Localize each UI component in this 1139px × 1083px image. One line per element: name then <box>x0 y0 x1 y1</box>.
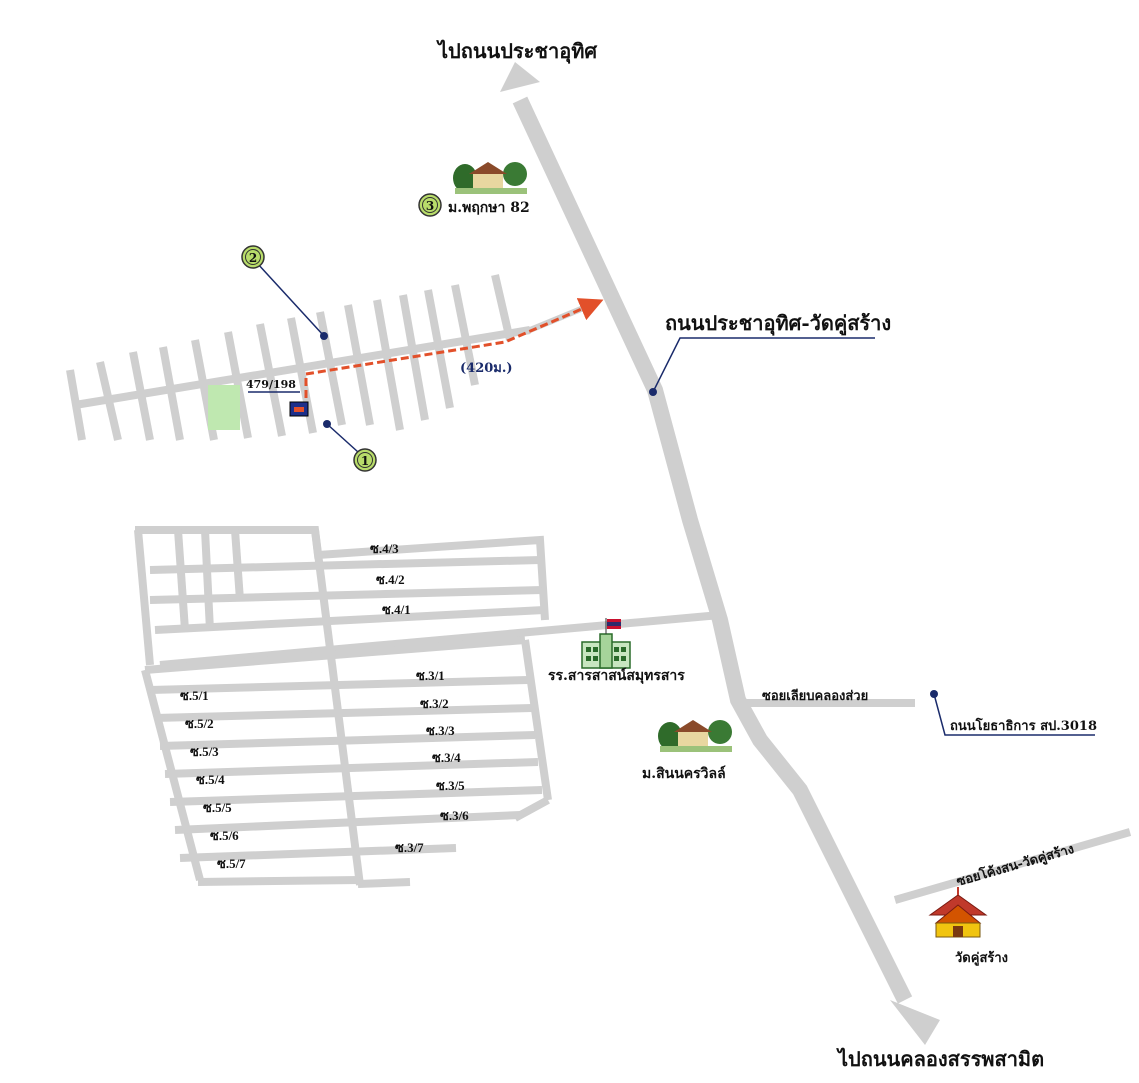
destination-house-icon[interactable] <box>289 401 309 417</box>
north-direction-label: ไปถนนประชาอุทิศ <box>436 39 598 64</box>
soi-label: ซ.4/1 <box>382 602 411 617</box>
lower-grid <box>134 526 721 888</box>
soi-label: ซ.5/5 <box>203 800 232 815</box>
marker-2-label: 2 <box>249 251 257 265</box>
house-number-label: 479/198 <box>246 378 296 391</box>
soi-label: ซ.3/7 <box>395 840 424 855</box>
soi-label: ซ.5/4 <box>196 772 225 787</box>
leaders <box>248 262 1095 736</box>
flag-icon <box>605 618 621 634</box>
soi-label: ซ.4/2 <box>376 572 405 587</box>
soi-label: ซ.5/6 <box>210 828 239 843</box>
soi-liap-khlong-label: ซอยเลียบคลองส่วย <box>762 688 868 704</box>
soi-label: ซ.3/6 <box>440 808 469 823</box>
main-road <box>500 62 940 1045</box>
soi-label: ซ.3/2 <box>420 696 449 711</box>
temple-label: วัดคู่สร้าง <box>955 950 1008 966</box>
soi-label: ซ.5/1 <box>180 688 209 703</box>
soi-khong-son-road <box>893 828 1132 904</box>
soi-label: ซ.3/4 <box>432 750 461 765</box>
soi-label: ซ.5/2 <box>185 716 214 731</box>
park-area <box>208 385 240 430</box>
temple-icon <box>928 887 988 938</box>
soi-label: ซ.5/3 <box>190 744 219 759</box>
house-icon <box>453 162 527 194</box>
marker-1-label: 1 <box>361 454 369 468</box>
school-icon <box>581 618 631 669</box>
marker-3-label: 3 <box>426 199 434 213</box>
village-pruksa-label: ม.พฤกษา 82 <box>448 200 530 216</box>
south-direction-label: ไปถนนคลองสรรพสามิต <box>836 1047 1044 1071</box>
marker-1[interactable]: 1 <box>353 448 377 472</box>
marker-2[interactable]: 2 <box>241 245 265 269</box>
soi-label: ซ.3/5 <box>436 778 465 793</box>
village-sinakorn-label: ม.สินนครวิลล์ <box>642 765 726 782</box>
upper-grid <box>66 274 600 441</box>
soi-label: ซ.3/3 <box>426 723 455 738</box>
soi-label: ซ.3/1 <box>416 668 445 683</box>
road-yotha-label: ถนนโยธาธิการ สป.3018 <box>950 717 1097 734</box>
distance-label: (420ม.) <box>460 361 513 376</box>
north-arrow-head <box>500 62 540 92</box>
main-road-label: ถนนประชาอุทิศ-วัดคู่สร้าง <box>665 311 891 337</box>
marker-3[interactable]: 3 <box>418 193 442 217</box>
soi-label: ซ.4/3 <box>370 541 399 556</box>
house-icon <box>658 720 732 752</box>
route-path <box>304 298 604 410</box>
soi-khong-son-label: ซอยโค้งสน-วัดคู่สร้าง <box>954 840 1075 890</box>
school-label: รร.สารสาสน์สมุทรสาร <box>548 667 685 684</box>
soi-label: ซ.5/7 <box>217 856 246 871</box>
south-arrow-head <box>890 1000 940 1045</box>
